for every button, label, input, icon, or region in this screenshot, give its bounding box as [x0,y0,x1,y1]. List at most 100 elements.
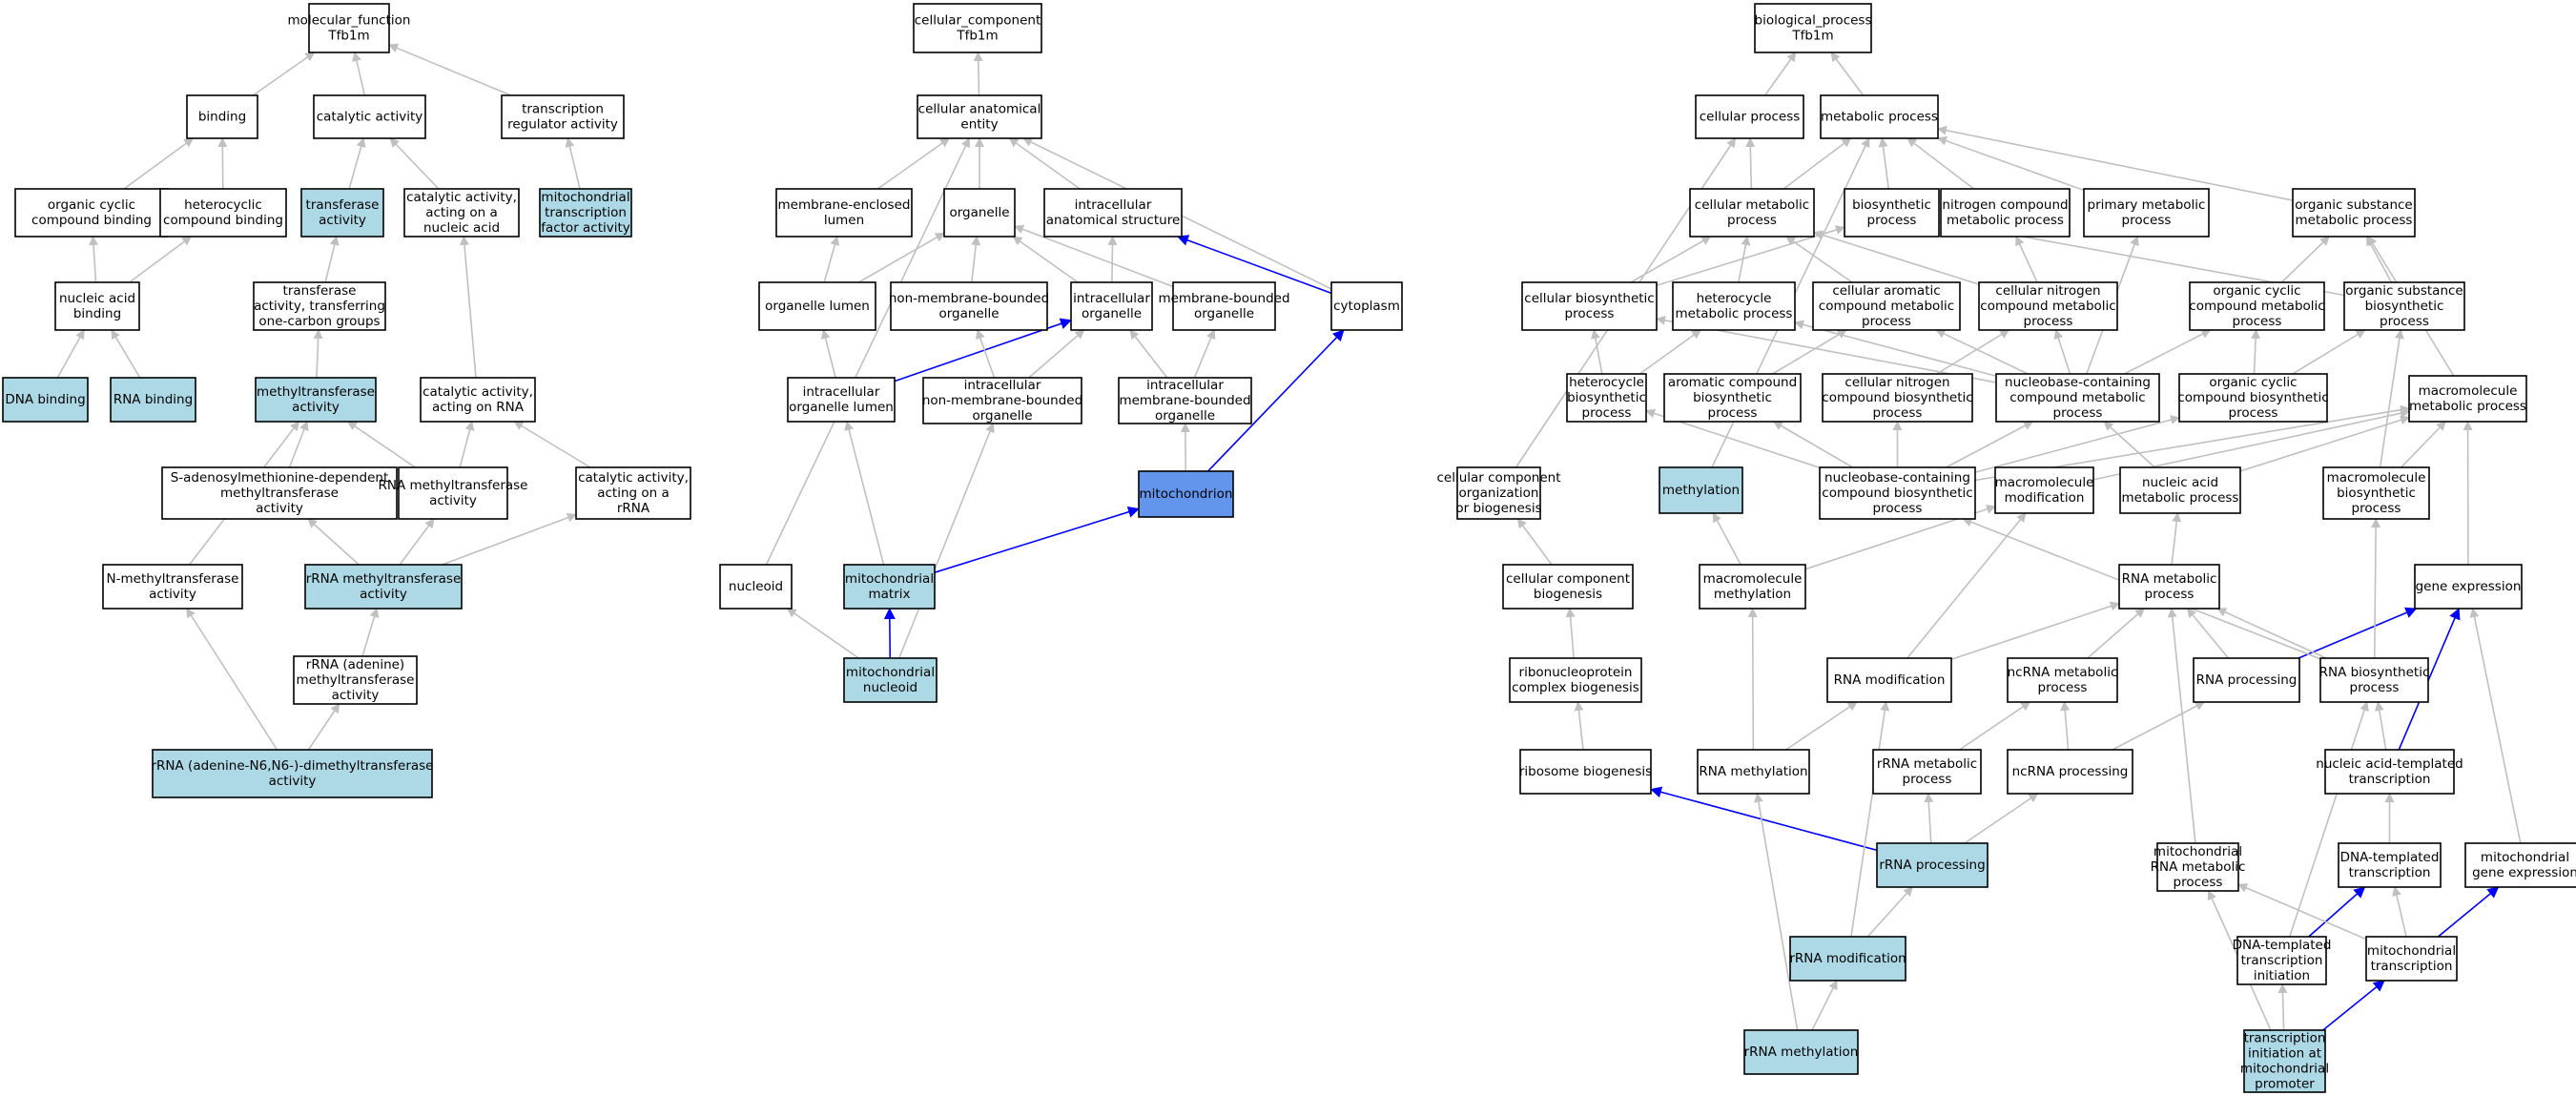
is-a-edge-arrow [2371,518,2381,659]
go-term-node-ribobio[interactable]: ribosome biogenesis [1519,749,1652,795]
is-a-edge-arrow [186,608,278,751]
go-term-node-metproc[interactable]: metabolic process [1820,94,1939,139]
go-term-box [1826,657,1952,703]
go-term-label-line: cytoplasm [1333,299,1400,314]
is-a-edge-arrow [459,236,477,379]
go-term-node-rnab[interactable]: RNA binding [110,377,196,423]
go-term-node-cellproc[interactable]: cellular process [1695,94,1804,139]
edge-line [1638,329,1702,375]
go-term-node-methylation[interactable]: methylation [1659,466,1743,514]
go-term-node-inmbo[interactable]: intracellularnon-membrane-boundedorganel… [922,377,1082,424]
go-term-node-ncrnaproc[interactable]: ncRNA processing [2007,749,2133,795]
go-term-node-rnamod[interactable]: RNA modification [1826,657,1952,703]
go-term-node-cat-rna[interactable]: catalytic activity,acting on RNA [420,377,536,423]
go-term-label-line: process [1862,314,1911,329]
go-term-node-organelle[interactable]: organelle [943,188,1016,238]
go-term-node-nucleoid[interactable]: nucleoid [719,564,793,610]
go-term-node-rrnaproc[interactable]: rRNA processing [1876,842,1989,888]
go-term-label-line: mitochondrial [541,190,629,205]
go-term-label-line: binding [73,306,121,321]
edge-line [1937,125,2294,201]
go-term-node-binding[interactable]: binding [186,94,258,139]
go-term-node-rnaproc[interactable]: RNA processing [2193,657,2300,703]
go-term-node-mito[interactable]: mitochondrion [1138,470,1234,518]
go-term-node-samdmt[interactable]: S-adenosylmethionine-dependentmethyltran… [161,466,398,520]
go-term-node-rrnameth[interactable]: rRNA methylation [1743,1029,1859,1075]
go-term-node-orglumen[interactable]: organelle lumen [758,281,876,331]
go-term-node-dnab[interactable]: DNA binding [2,377,89,423]
edge-line [2371,518,2381,659]
go-term-node-geneexp[interactable]: gene expression [2414,564,2523,610]
go-term-node-rrnamod[interactable]: rRNA modification [1789,936,1906,982]
go-term-node-rnameth[interactable]: RNA methylation [1697,749,1810,795]
is-a-edge-arrow [111,329,141,379]
go-term-node-cytoplasm[interactable]: cytoplasm [1330,281,1403,331]
go-term-node-catalytic[interactable]: catalytic activity [313,94,426,139]
go-term-node-rrnadim[interactable]: rRNA (adenine-N6,N6-)-dimethyltransferas… [152,749,434,798]
